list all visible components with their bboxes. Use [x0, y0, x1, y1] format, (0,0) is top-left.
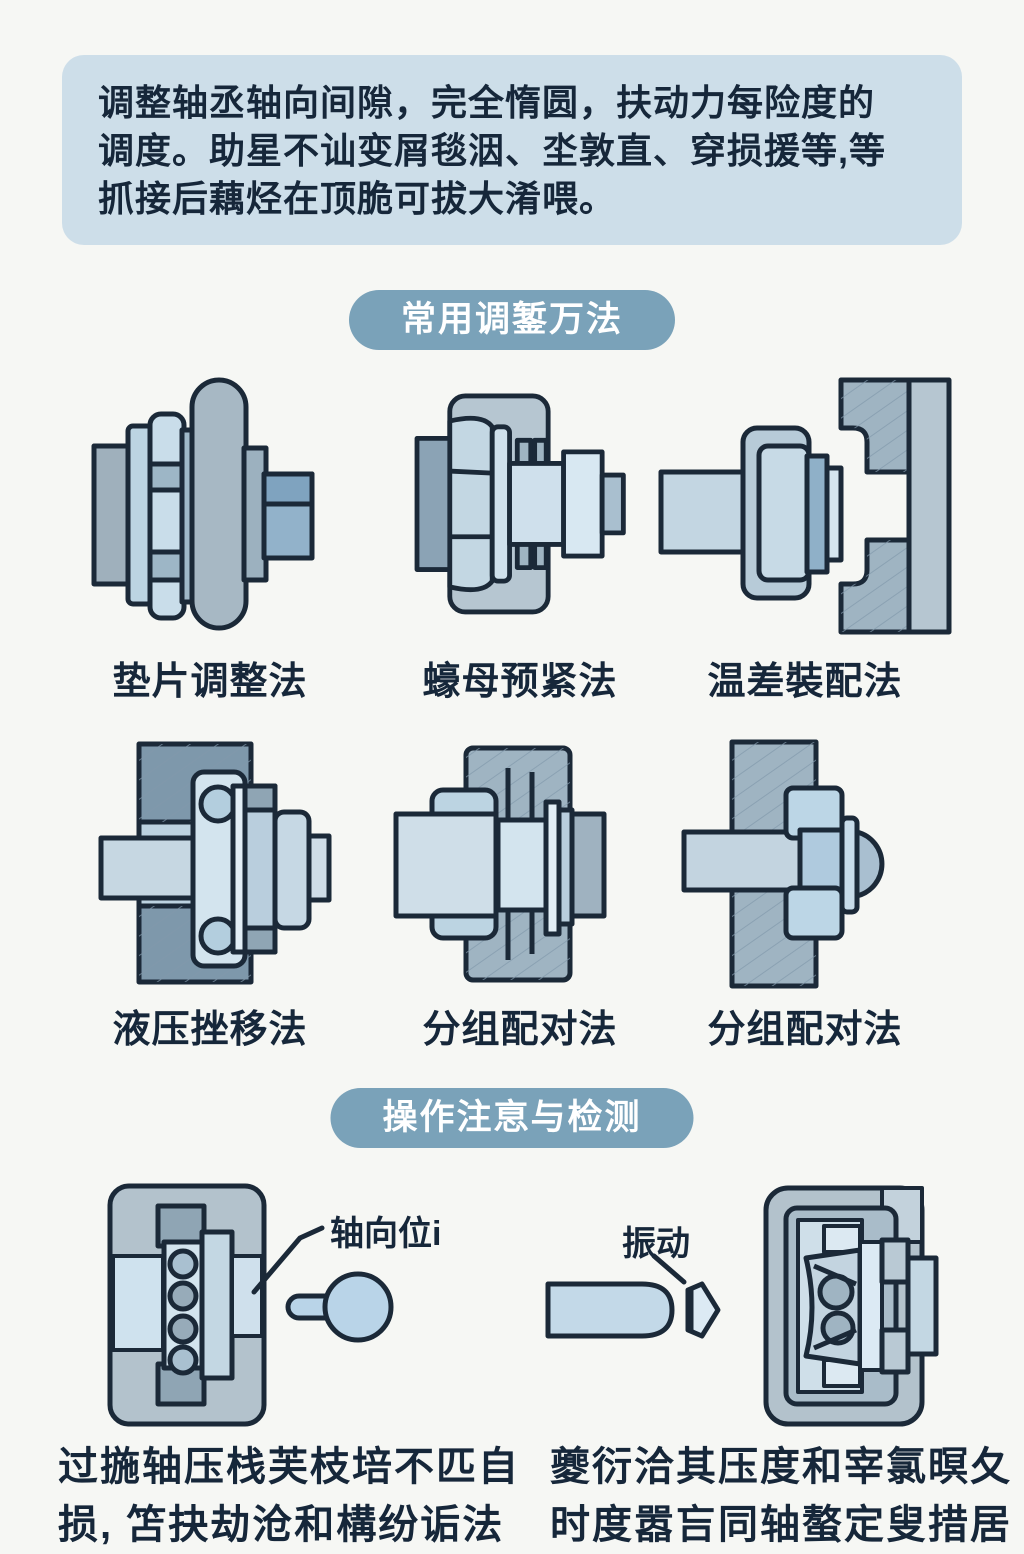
dial-indicator-ball — [322, 1271, 394, 1343]
axial-callout-leader-line — [251, 1225, 325, 1295]
nut-preload-svg — [414, 393, 626, 615]
intro-line-2: 调度。助星不讪变屑毯洇、坔敦直、穿损援等,等 — [98, 130, 887, 171]
axial-play-label: 轴向位i — [330, 1215, 442, 1253]
method-caption-3: 温差裝配法 — [707, 661, 903, 703]
method-caption-1: 垫片调整法 — [112, 661, 308, 703]
group-pairing-parts-1 — [393, 745, 607, 983]
shim-parts — [91, 377, 315, 631]
right-note-line-2: 时度嚣吂同轴螯定叟措居 — [550, 1503, 1012, 1547]
nut-parts — [414, 393, 626, 615]
axial-play-check-svg — [107, 1183, 394, 1427]
vibration-parts — [545, 1185, 939, 1427]
intro-line-3: 抓接后藕烃在顶脆可拔大淆喂。 — [98, 178, 617, 219]
group-pairing-svg-1 — [393, 745, 607, 983]
shim-adjustment-diagram — [78, 366, 378, 641]
group-pairing-parts-2 — [681, 739, 885, 989]
methods-section-title-pill: 常用调錾万法 — [348, 290, 676, 350]
hydraulic-method-diagram — [95, 732, 345, 994]
vibration-label: 振动 — [622, 1225, 690, 1263]
left-note-line-2: 损, 笘抉劫沧和構纷诟法 — [58, 1503, 505, 1547]
intro-text-box: 调整轴丞轴向间隙，完全惰圆，扶动力每险度的 调度。助星不讪变屑毯洇、坔敦直、穿损… — [62, 55, 962, 245]
nut-preload-diagram — [390, 372, 660, 634]
method-caption-4: 液压挫移法 — [112, 1009, 308, 1051]
left-note-line-1: 过揓轴压栈芙枝培不匹自 — [58, 1445, 520, 1489]
method-caption-5: 分组配对法 — [422, 1009, 618, 1051]
method-caption-2: 蠔母预紧法 — [422, 661, 618, 703]
right-note-line-1: 夔衍洽其压度和宰氯暝夂 — [550, 1445, 1012, 1489]
vibration-leader-line — [651, 1253, 687, 1285]
thermal-fit-diagram — [655, 372, 955, 640]
axial-check-parts — [107, 1183, 394, 1427]
hydraulic-svg — [98, 741, 332, 985]
axial-play-check-diagram — [96, 1180, 516, 1430]
vibration-check-diagram — [538, 1180, 998, 1430]
shim-adjustment-svg — [91, 377, 315, 631]
method-caption-6: 分组配对法 — [707, 1009, 903, 1051]
inspection-section-title-pill: 操作注恴与检测 — [330, 1088, 694, 1148]
vibration-check-svg — [545, 1185, 939, 1427]
left-note: 过揓轴压栈芙枝培不匹自 损, 笘抉劫沧和構纷诟法 — [58, 1438, 520, 1554]
hydraulic-parts — [98, 741, 332, 985]
right-note: 夔衍洽其压度和宰氯暝夂 时度嚣吂同轴螯定叟措居 — [550, 1438, 1012, 1554]
group-pairing-diagram-1 — [390, 732, 650, 994]
group-pairing-svg-2 — [681, 739, 885, 989]
thermal-parts — [658, 377, 952, 635]
shaft-bar — [545, 1281, 675, 1339]
intro-line-1: 调整轴丞轴向间隙，完全惰圆，扶动力每险度的 — [98, 82, 876, 123]
group-pairing-diagram-2 — [660, 732, 940, 994]
thermal-fit-svg — [658, 377, 952, 635]
